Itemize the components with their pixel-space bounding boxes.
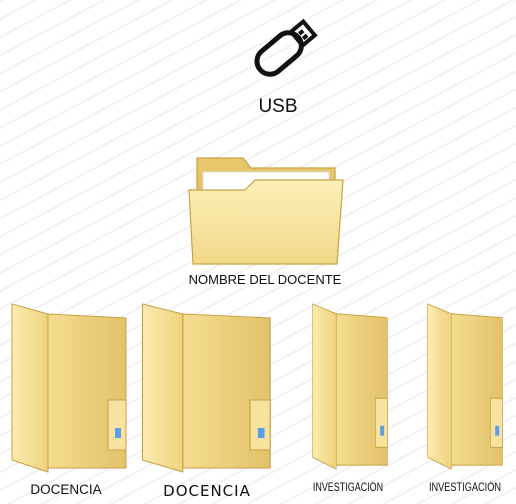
subfolder-label: DOCENCIA [163,482,251,500]
subfolder-label: INVESTIGACIÓN [312,482,384,494]
usb-label: USB [258,96,298,117]
subfolder-icon[interactable] [138,300,278,475]
subfolder-label: INVESTIGACIÓN [428,482,502,494]
main-folder-label: NOMBRE DEL DOCENTE [188,272,342,287]
subfolder-label: DOCENCIA [30,482,102,497]
subfolder-icon[interactable] [310,300,392,472]
subfolder-icon[interactable] [8,300,133,475]
main-folder-icon[interactable] [185,150,345,268]
subfolder-icon[interactable] [425,300,507,472]
usb-drive-icon [254,18,318,77]
